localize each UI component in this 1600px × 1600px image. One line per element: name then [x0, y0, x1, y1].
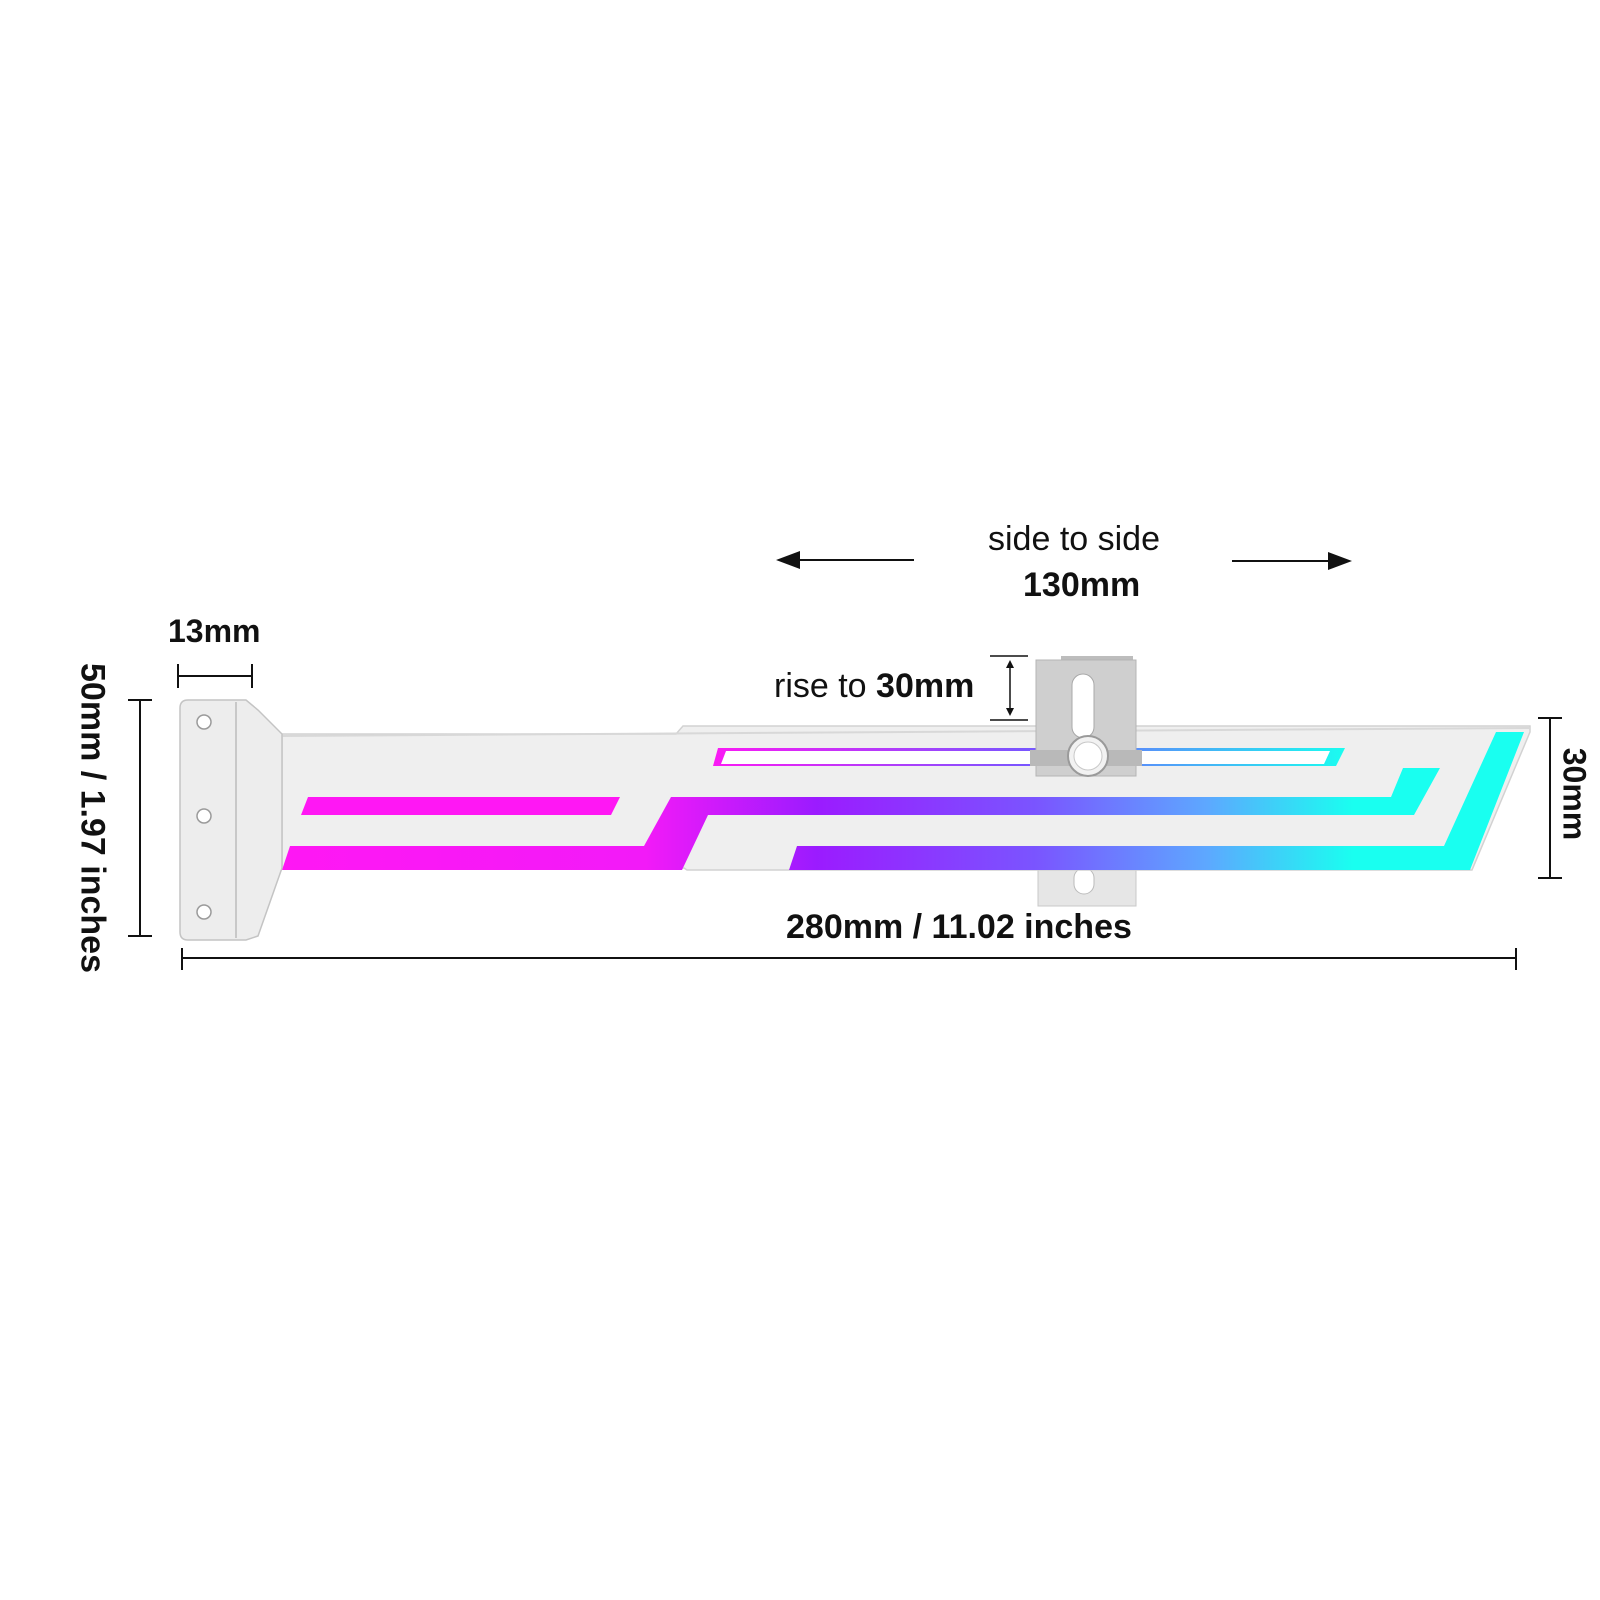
- rgb-strip-right: [789, 732, 1524, 870]
- side-to-side-label: side to side: [988, 520, 1160, 558]
- height-right-label: 30mm: [1556, 747, 1593, 841]
- thumb-screw-icon: [1067, 735, 1109, 777]
- rise-value: 30mm: [876, 667, 975, 705]
- tab-screw-hole-3: [196, 904, 212, 920]
- rise-dimension: [990, 655, 1028, 721]
- rise-label: rise to 30mm: [774, 667, 974, 706]
- total-length-label: 280mm / 11.02 inches: [786, 908, 1132, 946]
- slot-opening: [721, 751, 1330, 764]
- right-arrow-icon: [1232, 552, 1352, 570]
- side-to-side-value: 130mm: [1023, 566, 1141, 604]
- tab-screw-hole-2: [196, 808, 212, 824]
- tab-width-label: 13mm: [168, 613, 261, 649]
- mounting-tab: [179, 699, 283, 941]
- tab-width-dimension: [177, 664, 253, 688]
- tab-screw-hole-1: [196, 714, 212, 730]
- rgb-strip-upper-left: [301, 797, 620, 815]
- bracket-top-edge: [281, 727, 1531, 737]
- double-arrow-icon: [1006, 660, 1014, 716]
- height-right-dimension: [1538, 717, 1562, 879]
- slider-upper-slot: [1071, 673, 1095, 739]
- slider-lower-slot: [1073, 867, 1095, 895]
- height-left-dimension: [128, 699, 152, 937]
- rise-prefix: rise to: [774, 667, 877, 705]
- rgb-strip-lower-left: [282, 768, 1440, 870]
- left-arrow-icon: [776, 551, 914, 569]
- height-left-label: 50mm / 1.97 inches: [73, 663, 112, 973]
- total-length-dimension: [181, 948, 1517, 970]
